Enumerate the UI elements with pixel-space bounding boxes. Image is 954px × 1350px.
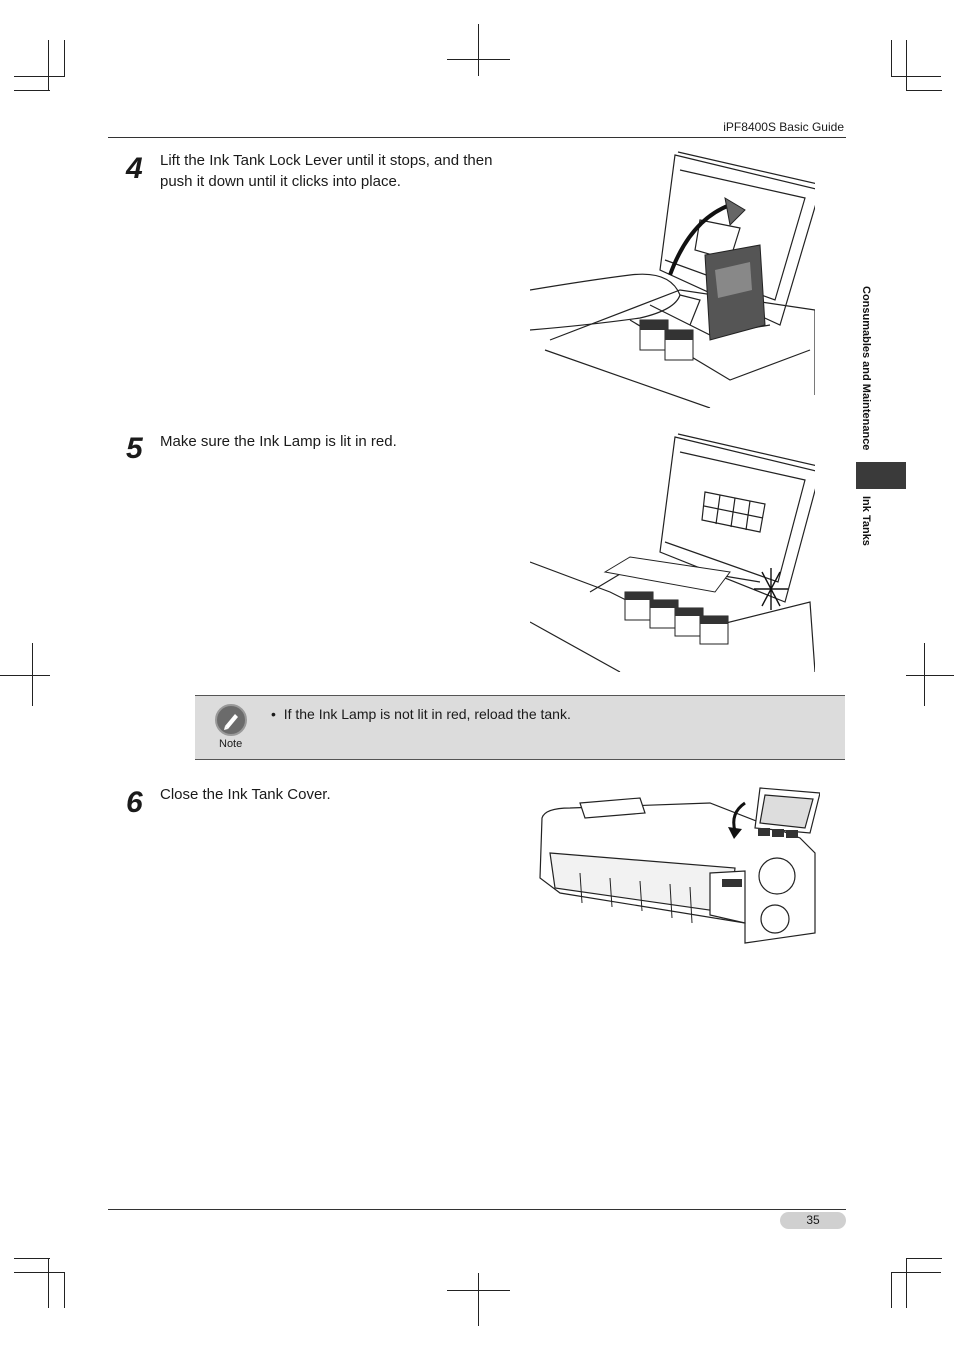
footer-rule (108, 1209, 846, 1210)
document-title: iPF8400S Basic Guide (723, 120, 844, 134)
note-box: Note • If the Ink Lamp is not lit in red… (195, 695, 845, 760)
step-4-text: Lift the Ink Tank Lock Lever until it st… (160, 152, 493, 190)
step-4-number: 4 (126, 152, 143, 185)
step-6-number: 6 (126, 786, 143, 819)
note-item: • If the Ink Lamp is not lit in red, rel… (271, 706, 571, 722)
side-section-label: Consumables and Maintenance (860, 286, 872, 451)
printer-cover-illustration (539, 787, 820, 944)
ink-lamp-illustration (530, 433, 815, 672)
page-number: 35 (780, 1212, 846, 1229)
lock-lever-illustration (530, 151, 815, 408)
step-6-text: Close the Ink Tank Cover. (160, 786, 331, 803)
pencil-icon (215, 704, 247, 736)
side-tab-marker (856, 462, 906, 489)
note-label: Note (219, 738, 243, 750)
side-subsection-label: Ink Tanks (860, 496, 872, 546)
header-rule (108, 137, 846, 138)
step-5-number: 5 (126, 432, 143, 465)
step-5-text: Make sure the Ink Lamp is lit in red. (160, 433, 397, 450)
